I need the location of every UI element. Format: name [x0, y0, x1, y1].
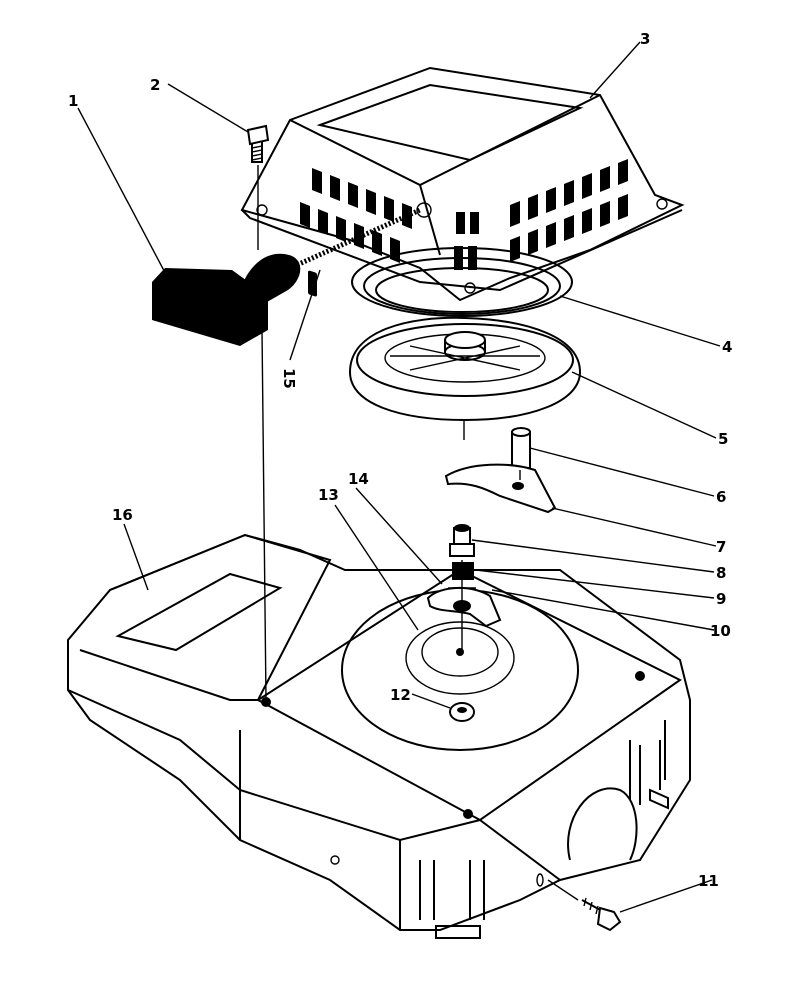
callout-16: 16: [112, 506, 133, 524]
part-3-starter-housing: [240, 66, 685, 302]
callout-9: 9: [716, 590, 726, 608]
leader-lines: [77, 41, 721, 913]
part-7-pawl: [444, 463, 557, 514]
part-14-washer: [426, 586, 502, 628]
part-8-spindle: [449, 524, 475, 557]
part-12-nut: [449, 702, 475, 722]
callout-labels: 1 2 3 4 5 6 7 8 9 10 11 12 13 14 15 16: [68, 30, 732, 890]
part-1-starter-handle: [152, 253, 301, 346]
part-4-recoil-spring: [351, 247, 573, 317]
callout-3: 3: [640, 30, 650, 48]
callout-15: 15: [280, 368, 298, 389]
part-2-screw: [246, 124, 270, 163]
callout-1: 1: [68, 92, 78, 110]
part-16-engine-shroud: [67, 533, 691, 939]
part-11-bolt: [581, 897, 622, 932]
callout-13: 13: [318, 486, 339, 504]
callout-7: 7: [716, 538, 726, 556]
part-5-pulley: [348, 316, 582, 422]
callout-2: 2: [150, 76, 160, 94]
callout-12: 12: [390, 686, 411, 704]
callout-8: 8: [716, 564, 726, 582]
part-9-spacer: [452, 562, 474, 580]
part-6-roller: [511, 427, 531, 469]
callout-4: 4: [722, 338, 732, 356]
alignment-lines: [257, 165, 579, 901]
callout-14: 14: [348, 470, 369, 488]
callout-11: 11: [698, 872, 719, 890]
callout-10: 10: [710, 622, 731, 640]
callout-5: 5: [718, 430, 728, 448]
callout-6: 6: [716, 488, 726, 506]
